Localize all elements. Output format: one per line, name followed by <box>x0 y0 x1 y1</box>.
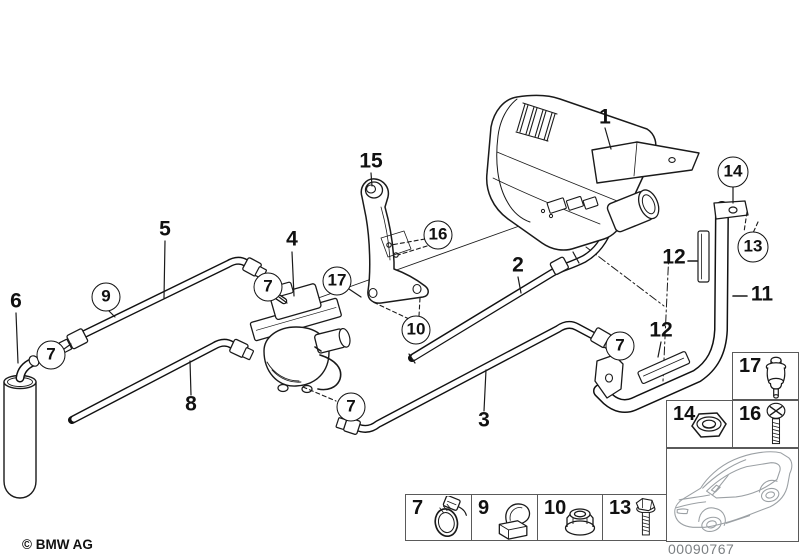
phillips-screw-icon <box>766 402 786 445</box>
legend-item-14[interactable]: 14 <box>666 400 733 448</box>
legend-14-label: 14 <box>673 403 696 425</box>
callout-11[interactable]: 11 <box>750 282 774 306</box>
callout-13-circle[interactable]: 13 <box>737 231 769 263</box>
vehicle-thumbnail[interactable] <box>666 448 799 542</box>
holder-clip-icon <box>498 503 531 540</box>
callout-6[interactable]: 6 <box>10 289 22 313</box>
callout-7-circle-a[interactable]: 7 <box>36 340 66 370</box>
legend-item-16[interactable]: 16 <box>732 400 799 448</box>
hex-nut-icon <box>691 412 727 438</box>
car-sketch-icon <box>674 451 793 532</box>
callout-17-circle[interactable]: 17 <box>322 266 352 296</box>
callout-7-circle-b[interactable]: 7 <box>253 272 283 302</box>
callout-1[interactable]: 1 <box>599 105 611 129</box>
callout-16-circle[interactable]: 16 <box>423 220 453 250</box>
legend-9-label: 9 <box>478 497 490 519</box>
callout-9-circle[interactable]: 9 <box>91 282 121 312</box>
legend-17-label: 17 <box>739 355 762 377</box>
callout-12-lower[interactable]: 12 <box>649 318 673 342</box>
legend-7-label: 7 <box>412 497 424 519</box>
legend-item-13[interactable]: 13 <box>602 494 667 541</box>
legend-16-label: 16 <box>739 403 762 425</box>
callout-3[interactable]: 3 <box>478 408 490 432</box>
callout-8[interactable]: 8 <box>185 392 197 416</box>
hex-bolt-icon <box>635 498 656 536</box>
flange-nut-icon <box>564 508 596 536</box>
legend-item-9[interactable]: 9 <box>471 494 538 541</box>
callout-5[interactable]: 5 <box>159 217 171 241</box>
callout-14-circle[interactable]: 14 <box>717 156 749 188</box>
copyright-notice: © BMW AG <box>22 537 93 552</box>
callout-2[interactable]: 2 <box>512 253 524 277</box>
legend-item-17[interactable]: 17 <box>732 352 799 400</box>
legend-item-7[interactable]: 7 <box>405 494 472 541</box>
callout-7-circle-c[interactable]: 7 <box>605 331 635 361</box>
legend-10-label: 10 <box>544 497 567 519</box>
callout-4[interactable]: 4 <box>286 227 298 251</box>
callout-7-circle-d[interactable]: 7 <box>336 392 366 422</box>
legend-13-label: 13 <box>609 497 632 519</box>
callout-15[interactable]: 15 <box>359 149 383 173</box>
callout-12-upper[interactable]: 12 <box>662 245 686 269</box>
hose-clamp-icon <box>434 496 467 538</box>
callout-10-circle[interactable]: 10 <box>401 315 431 345</box>
legend-item-10[interactable]: 10 <box>537 494 603 541</box>
image-number: 00090767 <box>668 541 735 557</box>
rubber-buffer-icon <box>765 356 787 399</box>
